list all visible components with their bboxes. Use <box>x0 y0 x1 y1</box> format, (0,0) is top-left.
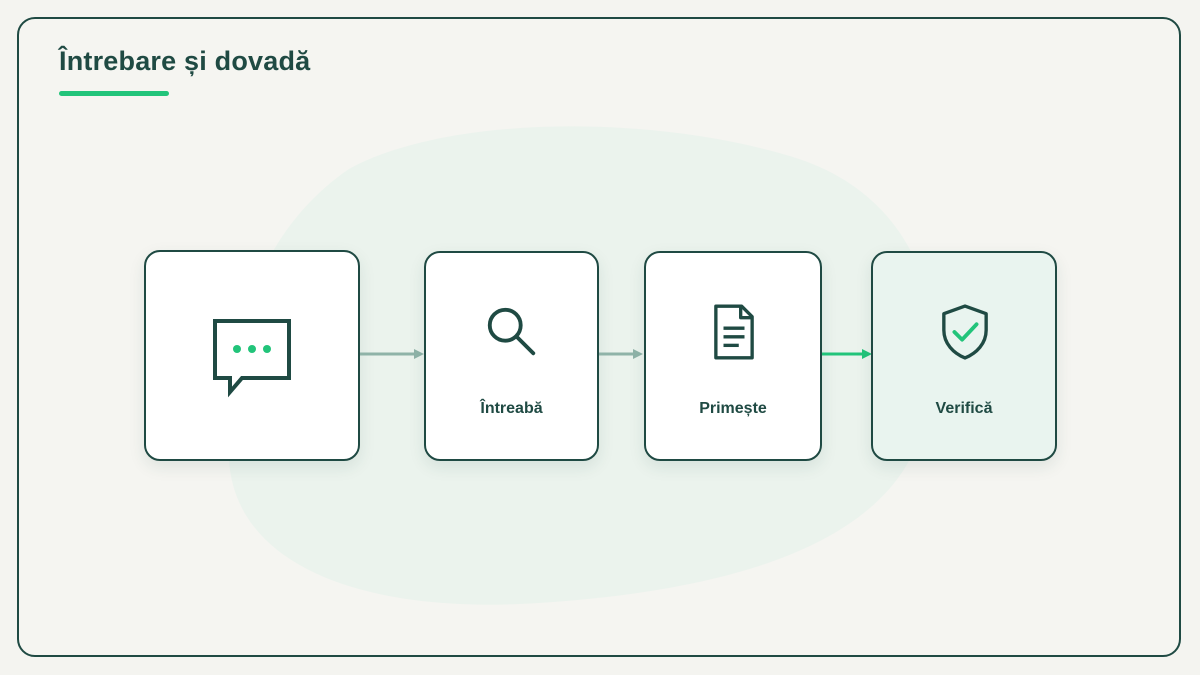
step-card-chat <box>144 250 360 461</box>
document-icon <box>714 304 754 360</box>
step-label-verify: Verifică <box>935 400 993 417</box>
step-card-verify: Verifică <box>871 251 1057 461</box>
connector-arrow-accent <box>822 349 872 359</box>
step-card-ask: Întreabă <box>424 251 599 461</box>
step-label-ask: Întreabă <box>480 400 543 417</box>
step-card-receive: Primește <box>644 251 822 461</box>
search-icon <box>487 307 536 356</box>
step-label-receive: Primește <box>699 400 767 417</box>
slide-frame: Întrebare și dovadă Întreabă <box>17 17 1181 657</box>
chat-bubble-icon <box>213 319 291 398</box>
shield-check-icon <box>942 304 988 360</box>
connector-arrow <box>360 349 424 359</box>
connector-arrow <box>599 349 643 359</box>
page-title: Întrebare și dovadă <box>59 46 311 76</box>
title-underline <box>59 91 169 96</box>
